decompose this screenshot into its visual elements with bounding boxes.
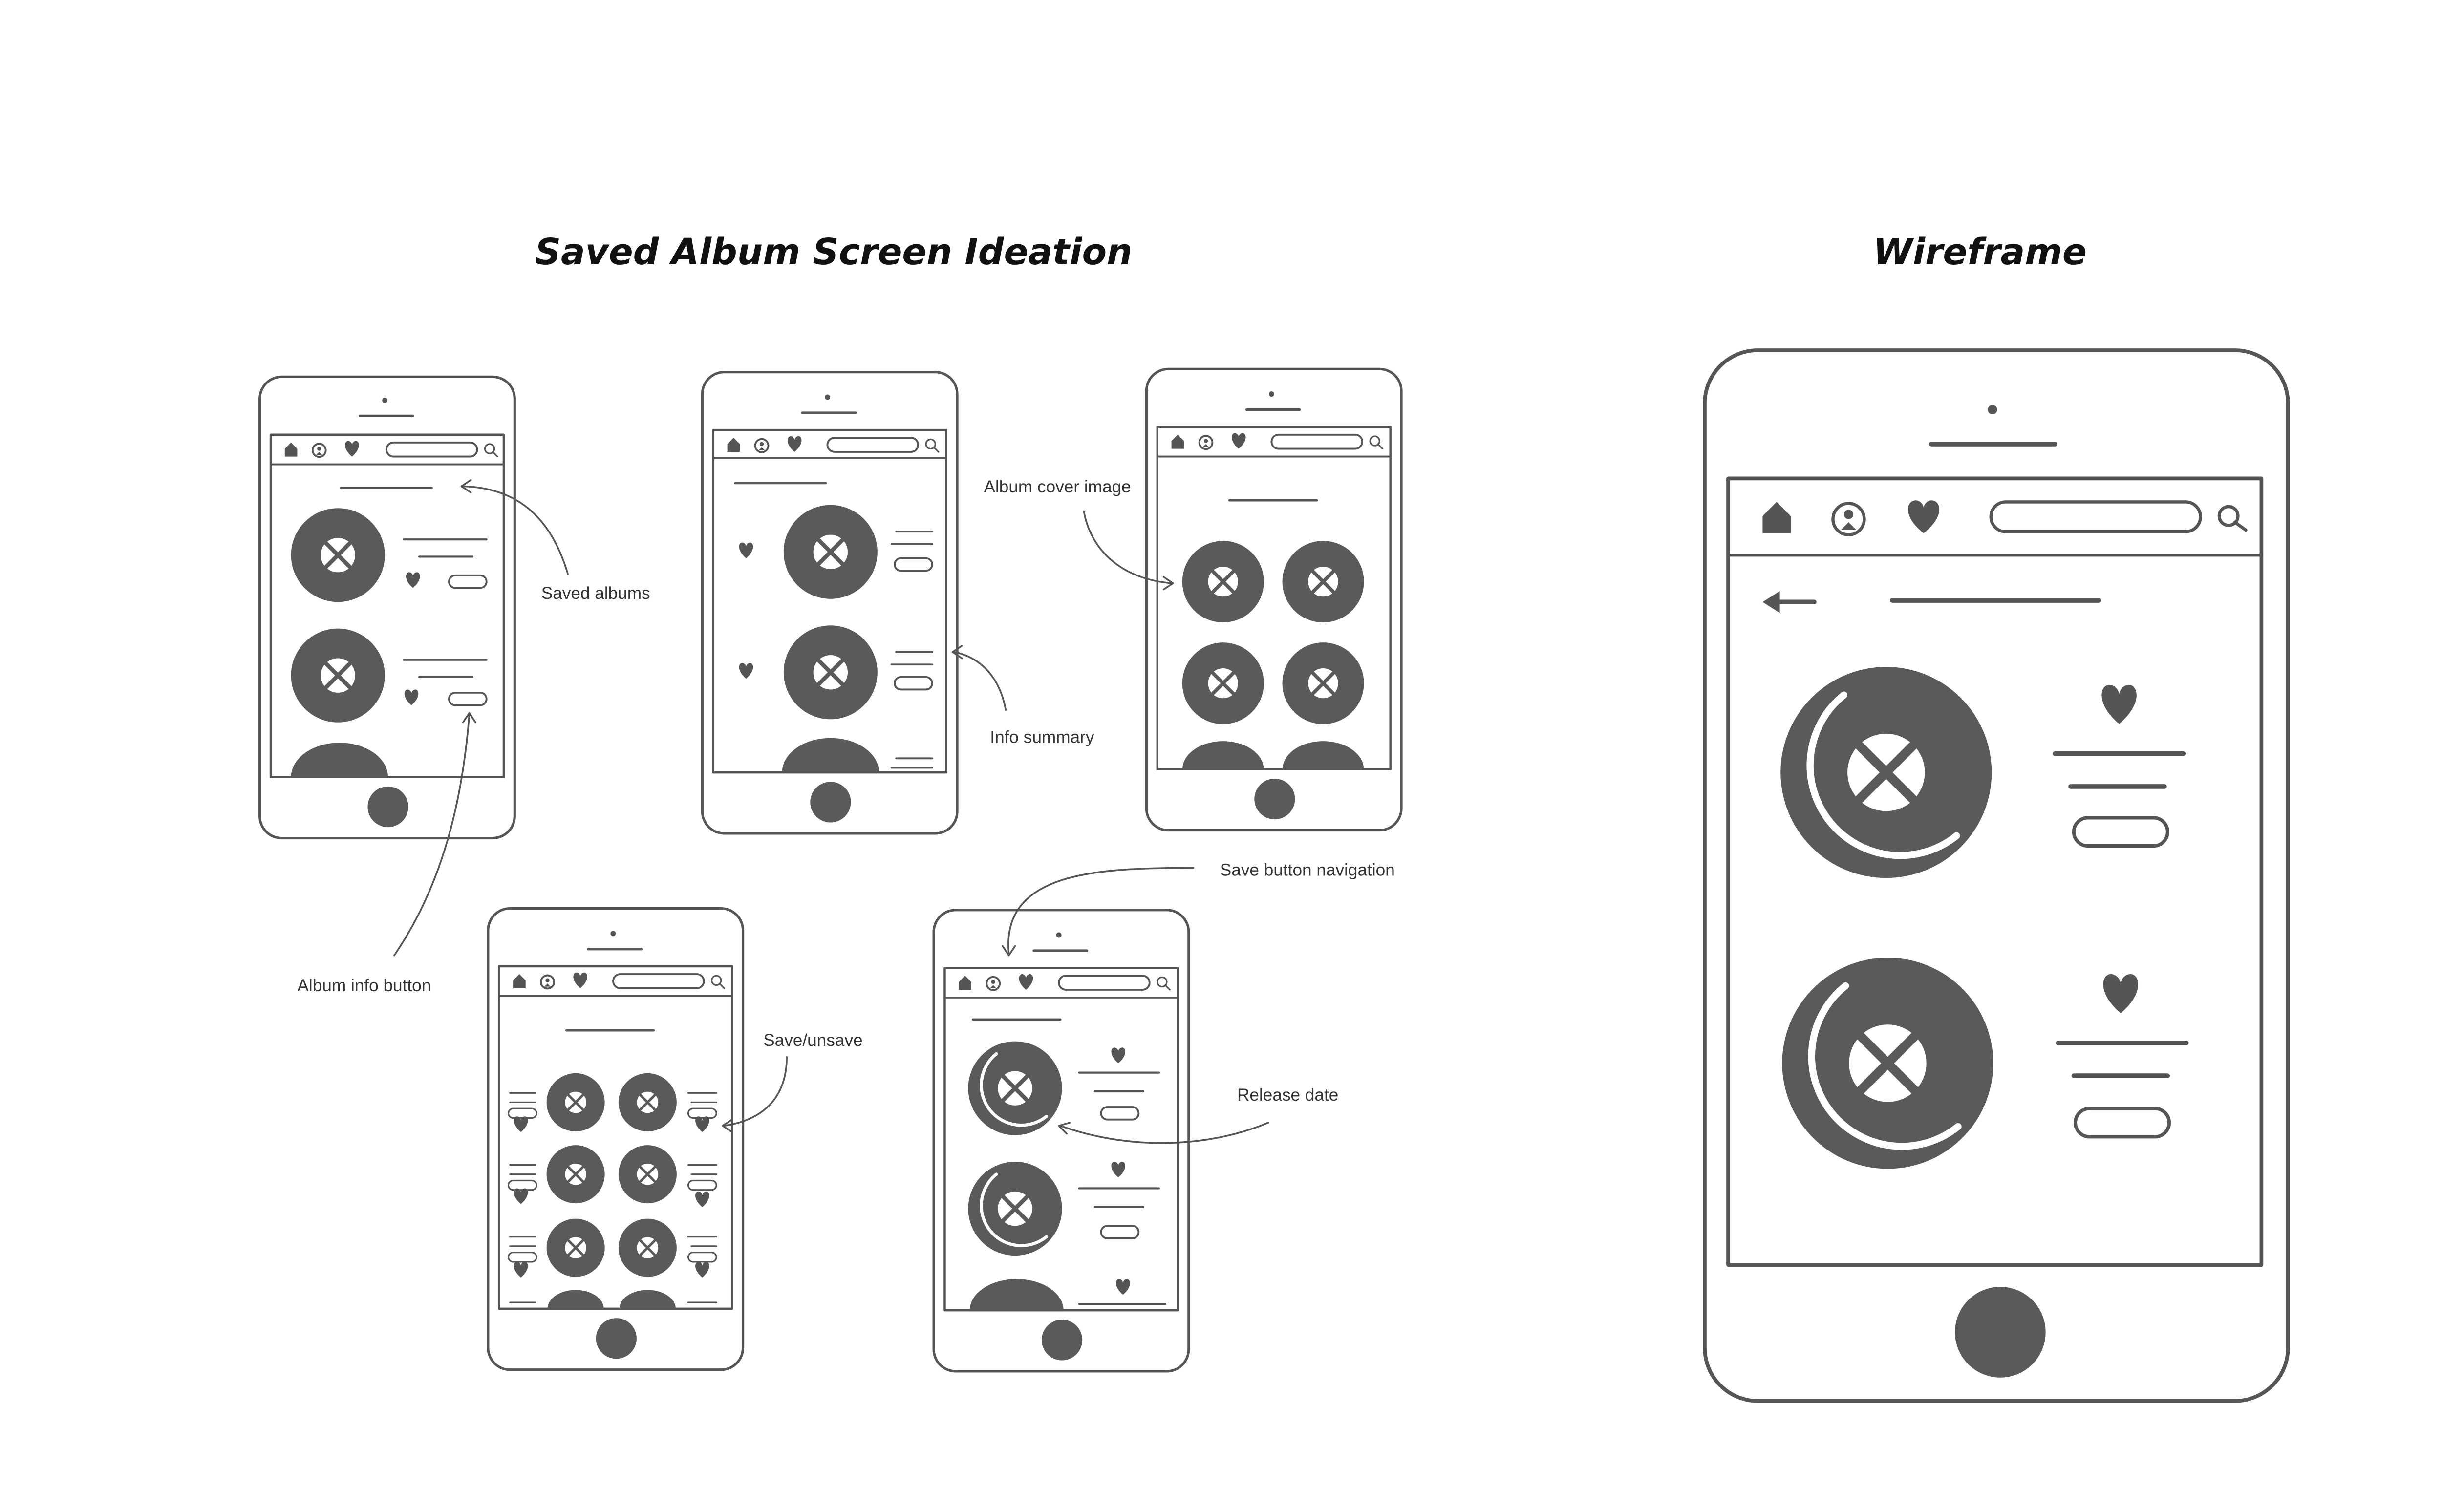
ideation-heading: Saved Album Screen Ideation: [535, 232, 1132, 273]
annotation-info-summary: Info summary: [990, 727, 1094, 746]
annotation-album-cover-image: Album cover image: [984, 477, 1131, 496]
heart-icon: [1908, 500, 1940, 533]
album-info-button: [2074, 1107, 2171, 1139]
save-heart-icon: [2101, 684, 2137, 724]
phone-sketch-5: [932, 909, 1190, 1373]
phone-sketch-4: [487, 907, 745, 1371]
search-input: [1989, 500, 2202, 533]
save-heart-icon: [2103, 974, 2139, 1014]
search-icon: [2217, 505, 2248, 532]
wireframe-phone: [1703, 348, 2290, 1403]
home-button-icon: [1955, 1287, 2046, 1378]
phone-sketch-2: [701, 371, 959, 835]
annotation-album-info-button: Album info button: [297, 976, 431, 995]
album-disc-icon: [1782, 958, 1993, 1169]
annotation-arrows: [393, 479, 1269, 1144]
album-info-button: [2072, 816, 2169, 848]
album-disc-icon: [1780, 667, 1992, 878]
annotation-save-button-navigation: Save button navigation: [1220, 860, 1395, 879]
annotation-saved-albums: Saved albums: [541, 584, 650, 603]
home-icon: [1762, 502, 1791, 533]
annotation-release-date: Release date: [1237, 1086, 1338, 1105]
phone-sketch-3: [1145, 367, 1403, 832]
phone-sketch-1: [258, 375, 516, 840]
annotation-save-unsave: Save/unsave: [763, 1031, 862, 1050]
back-arrow-icon: [1762, 591, 1817, 613]
profile-icon: [1831, 502, 1866, 536]
wireframe-heading: Wireframe: [1873, 232, 2087, 273]
